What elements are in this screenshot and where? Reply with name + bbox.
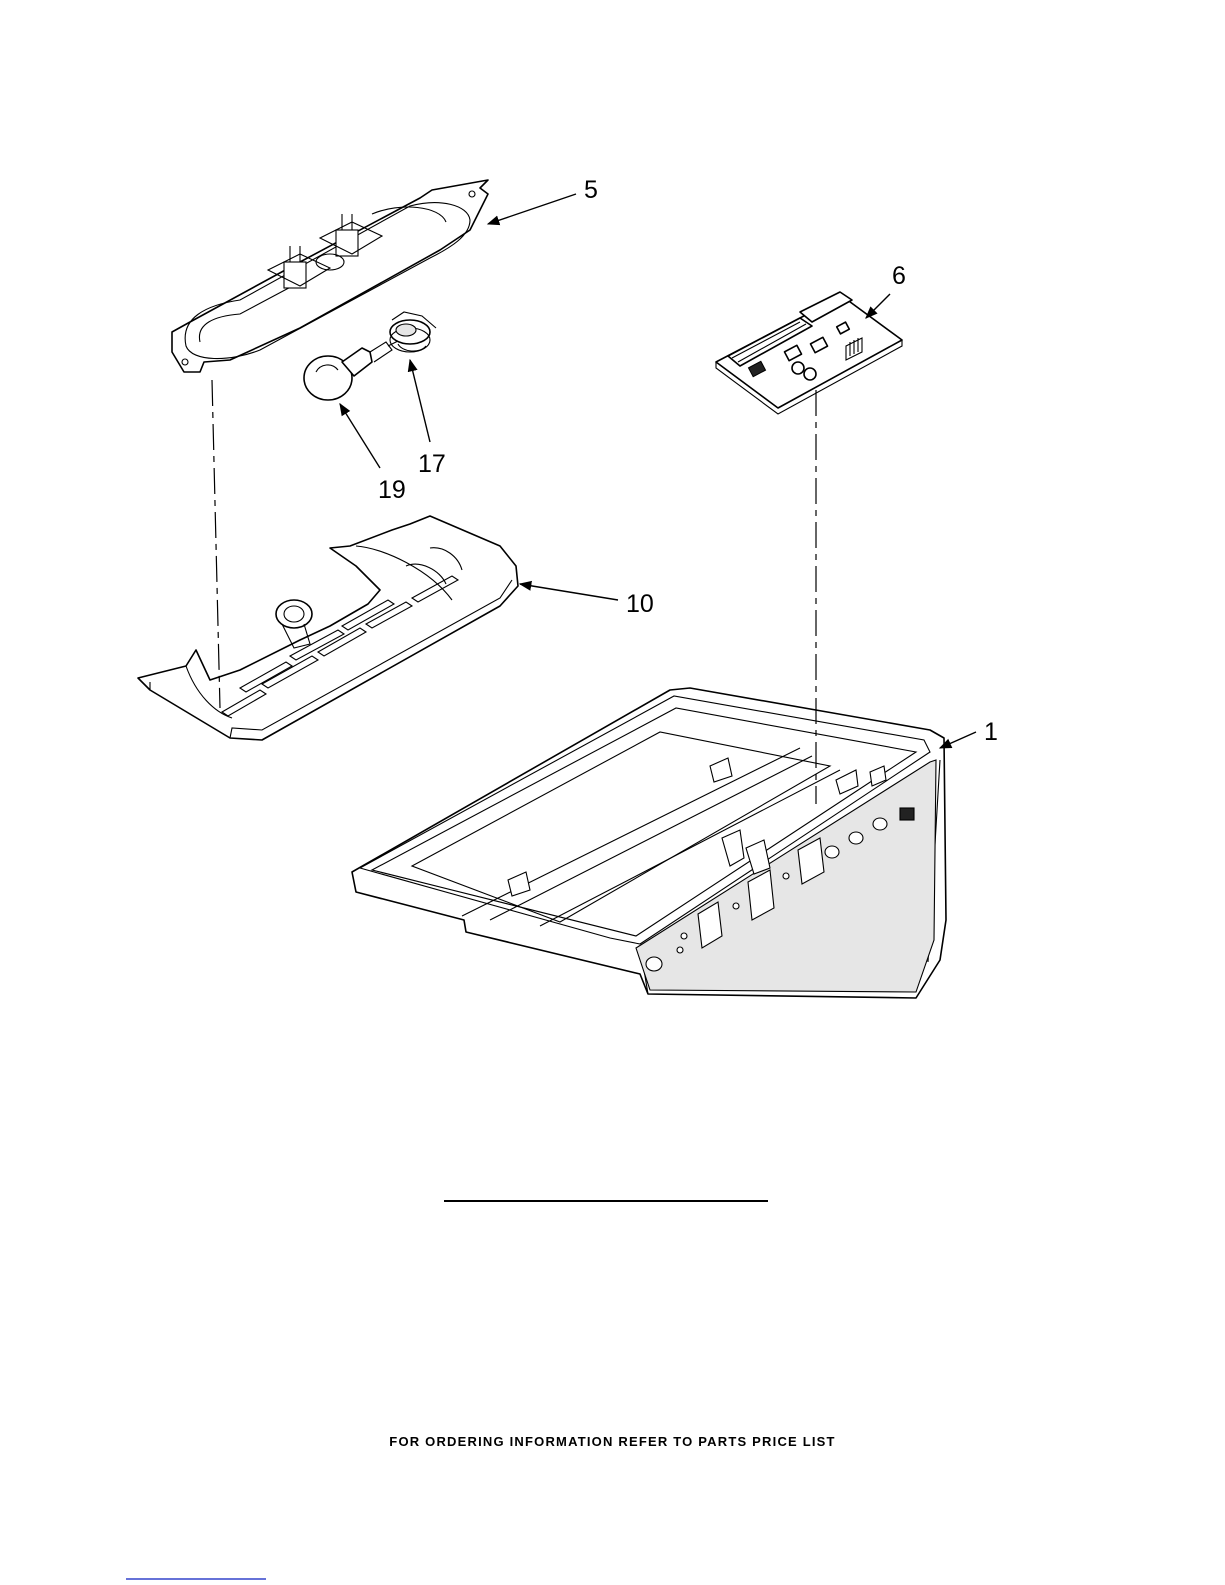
leader-arrow-10	[520, 584, 618, 600]
callout-1: 1	[984, 718, 998, 746]
leader-arrow-1	[940, 732, 976, 748]
leader-arrow-19	[340, 404, 380, 468]
alignment-line-housing	[212, 380, 220, 708]
callout-5: 5	[584, 176, 598, 204]
callout-17: 17	[418, 450, 446, 478]
lens-part	[138, 516, 518, 740]
leader-arrow-5	[488, 194, 576, 224]
control-panel-part	[352, 688, 946, 998]
leader-arrow-6	[866, 294, 890, 318]
callout-19: 19	[378, 476, 406, 504]
socket-part	[390, 312, 436, 352]
callout-10: 10	[626, 590, 654, 618]
ordering-info-footer: FOR ORDERING INFORMATION REFER TO PARTS …	[0, 1434, 1225, 1449]
callout-6: 6	[892, 262, 906, 290]
bulb-part	[304, 340, 400, 400]
light-housing-part	[172, 180, 488, 372]
leader-arrow-17	[410, 360, 430, 442]
